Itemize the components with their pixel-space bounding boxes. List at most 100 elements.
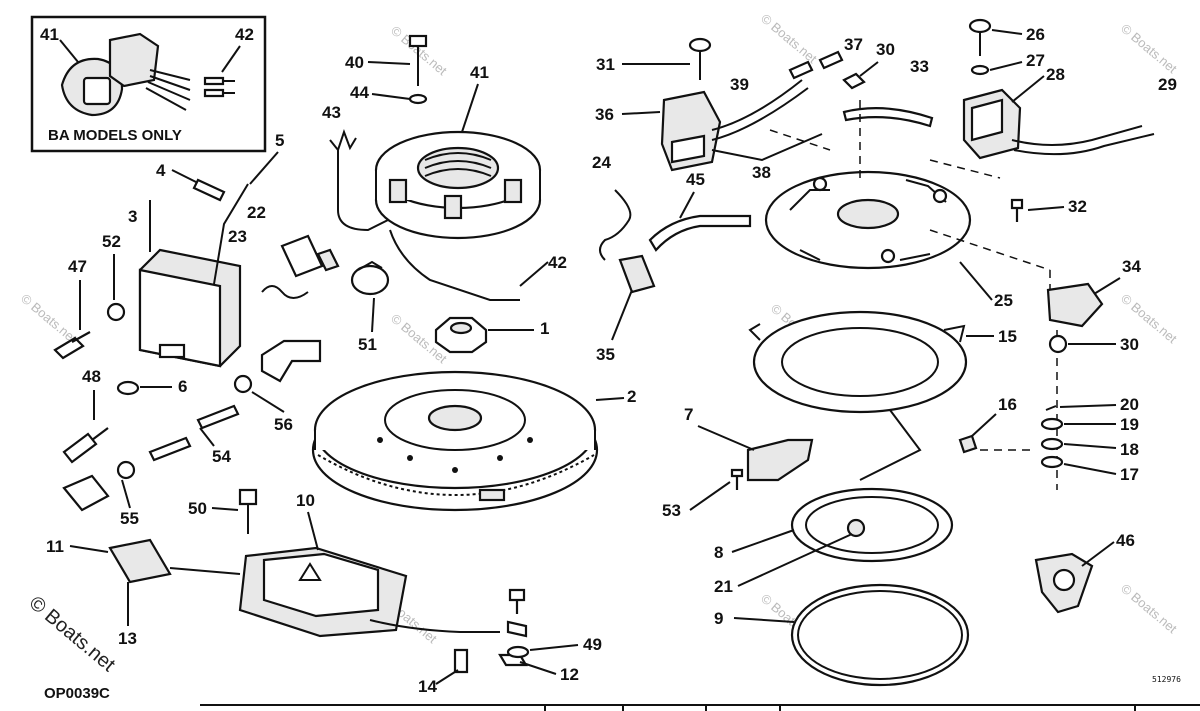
- part-label: 42: [548, 253, 567, 272]
- leader-line: [519, 261, 549, 287]
- wire-5: [213, 183, 249, 285]
- elbow-56: [260, 339, 322, 383]
- clip-49: [506, 620, 528, 638]
- leader-line: [249, 151, 279, 185]
- part-label: 32: [1068, 197, 1087, 216]
- part-label: 54: [212, 447, 231, 466]
- bolt-48: [62, 427, 109, 464]
- washer-49: [506, 645, 530, 659]
- leader-line: [371, 93, 411, 100]
- plug-56: [233, 374, 253, 394]
- leader-line: [971, 413, 997, 437]
- nut-52: [106, 302, 126, 322]
- wire-terminal-4: [192, 178, 226, 202]
- leader-line: [859, 61, 879, 77]
- part-label: 41: [470, 63, 489, 82]
- clamp-51: [350, 260, 390, 296]
- leader-line: [731, 529, 795, 553]
- figure-code: OP0039C: [44, 685, 110, 702]
- part-label: 36: [595, 105, 614, 124]
- leader-line: [69, 545, 109, 553]
- part-label: 46: [1116, 531, 1135, 550]
- part-label: 52: [102, 232, 121, 251]
- clamp-33: [842, 107, 934, 128]
- leader-line: [959, 261, 993, 301]
- part-label: 4: [156, 161, 166, 180]
- leader-line: [121, 479, 131, 509]
- part-label: 5: [275, 131, 284, 150]
- leader-line: [1063, 463, 1117, 475]
- part-label: 40: [345, 53, 364, 72]
- leader-line: [221, 45, 241, 73]
- part-label: 23: [228, 227, 247, 246]
- screw-32: [1010, 198, 1024, 222]
- flywheel-2: [311, 370, 599, 512]
- screw-49: [508, 588, 526, 614]
- leader-line: [737, 533, 853, 587]
- part-label: 7: [684, 405, 693, 424]
- hose-45: [648, 214, 752, 252]
- leader-line: [371, 297, 375, 333]
- contact-16: [958, 434, 978, 454]
- leader-line: [621, 111, 661, 115]
- part-label: 19: [1120, 415, 1139, 434]
- part-label: 8: [714, 543, 723, 562]
- leader-line: [59, 39, 79, 63]
- screw-26: [968, 18, 992, 56]
- part-label: 15: [998, 327, 1017, 346]
- part-label: 28: [1046, 65, 1065, 84]
- wire-24: [599, 189, 632, 261]
- leader-line: [679, 191, 695, 219]
- part-label: 41: [40, 25, 59, 44]
- sensor-28: [962, 88, 1022, 160]
- boot-55: [62, 474, 110, 512]
- screw-30: [842, 72, 866, 90]
- part-label: 50: [188, 499, 207, 518]
- tube-54a: [196, 404, 240, 430]
- leader-line: [461, 83, 479, 133]
- part-label: 29: [1158, 75, 1177, 94]
- connector-11: [108, 538, 172, 584]
- stator-assembly: [374, 130, 542, 240]
- leader-line: [367, 61, 411, 65]
- washer-18: [1040, 437, 1064, 451]
- part-label: 13: [118, 629, 137, 648]
- part-label: 18: [1120, 440, 1139, 459]
- inset-caption: BA MODELS ONLY: [48, 127, 182, 144]
- leader-line: [1059, 404, 1117, 408]
- sensor-28-wires: [1011, 125, 1155, 156]
- part-label: 12: [560, 665, 579, 684]
- leader-line: [991, 29, 1023, 35]
- part-label: 38: [752, 163, 771, 182]
- part-label: 6: [178, 377, 187, 396]
- leader-line: [733, 617, 795, 623]
- part-label: 20: [1120, 395, 1139, 414]
- part-label: 10: [296, 491, 315, 510]
- part-label: 11: [46, 537, 64, 556]
- leader-line: [529, 644, 579, 651]
- part-label: 45: [686, 170, 705, 189]
- leader-line: [1093, 277, 1121, 295]
- part-label: 24: [592, 153, 611, 172]
- ring-9: [790, 583, 970, 687]
- part-label: 51: [358, 335, 377, 354]
- clip-23: [261, 285, 309, 299]
- nut-30: [1048, 334, 1068, 354]
- power-pack-wire: [369, 619, 500, 633]
- part-label: 42: [235, 25, 254, 44]
- part-label: 37: [844, 35, 863, 54]
- part-label: 26: [1026, 25, 1045, 44]
- cap-22-end: [316, 248, 340, 272]
- part-label: 9: [714, 609, 723, 628]
- washer-27: [970, 64, 990, 76]
- leader-line: [1011, 75, 1045, 103]
- part-label: 44: [350, 83, 369, 102]
- pin-20: [1045, 405, 1057, 411]
- cap-22: [280, 234, 324, 278]
- leader-line: [689, 481, 731, 511]
- connector-11-wire: [169, 567, 241, 575]
- alignment-lines: [769, 100, 1058, 490]
- plug-55: [116, 460, 136, 480]
- bolt-47: [53, 331, 91, 360]
- part-label: 33: [910, 57, 929, 76]
